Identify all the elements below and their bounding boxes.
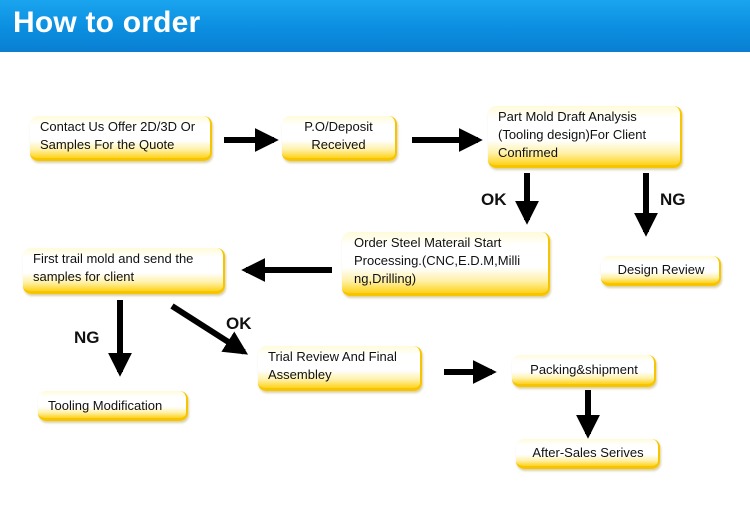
step-po-deposit: P.O/Deposit Received: [282, 116, 397, 161]
label-ng-analysis: NG: [660, 190, 686, 209]
step-after-sales: After-Sales Serives: [516, 439, 660, 469]
header-banner: How to order: [0, 0, 750, 52]
step-packing-shipment: Packing&shipment: [512, 355, 656, 387]
step-order-steel: Order Steel Materail Start Processing.(C…: [342, 232, 550, 296]
step-trial-review: Trial Review And Final Assembley: [258, 346, 422, 391]
step-mold-draft-analysis: Part Mold Draft Analysis (Tooling design…: [488, 106, 682, 168]
step-tooling-modification: Tooling Modification: [38, 391, 188, 421]
step-first-trial: First trail mold and send the samples fo…: [23, 248, 225, 294]
step-contact-us: Contact Us Offer 2D/3D Or Samples For th…: [30, 116, 212, 161]
label-ok-analysis: OK: [481, 190, 507, 209]
label-ng-first-trial: NG: [74, 328, 100, 347]
page-title: How to order: [13, 6, 201, 39]
step-design-review: Design Review: [601, 256, 721, 286]
label-ok-first-trial: OK: [226, 314, 252, 333]
arrow-first-trial-to-review-ok: [170, 303, 249, 355]
